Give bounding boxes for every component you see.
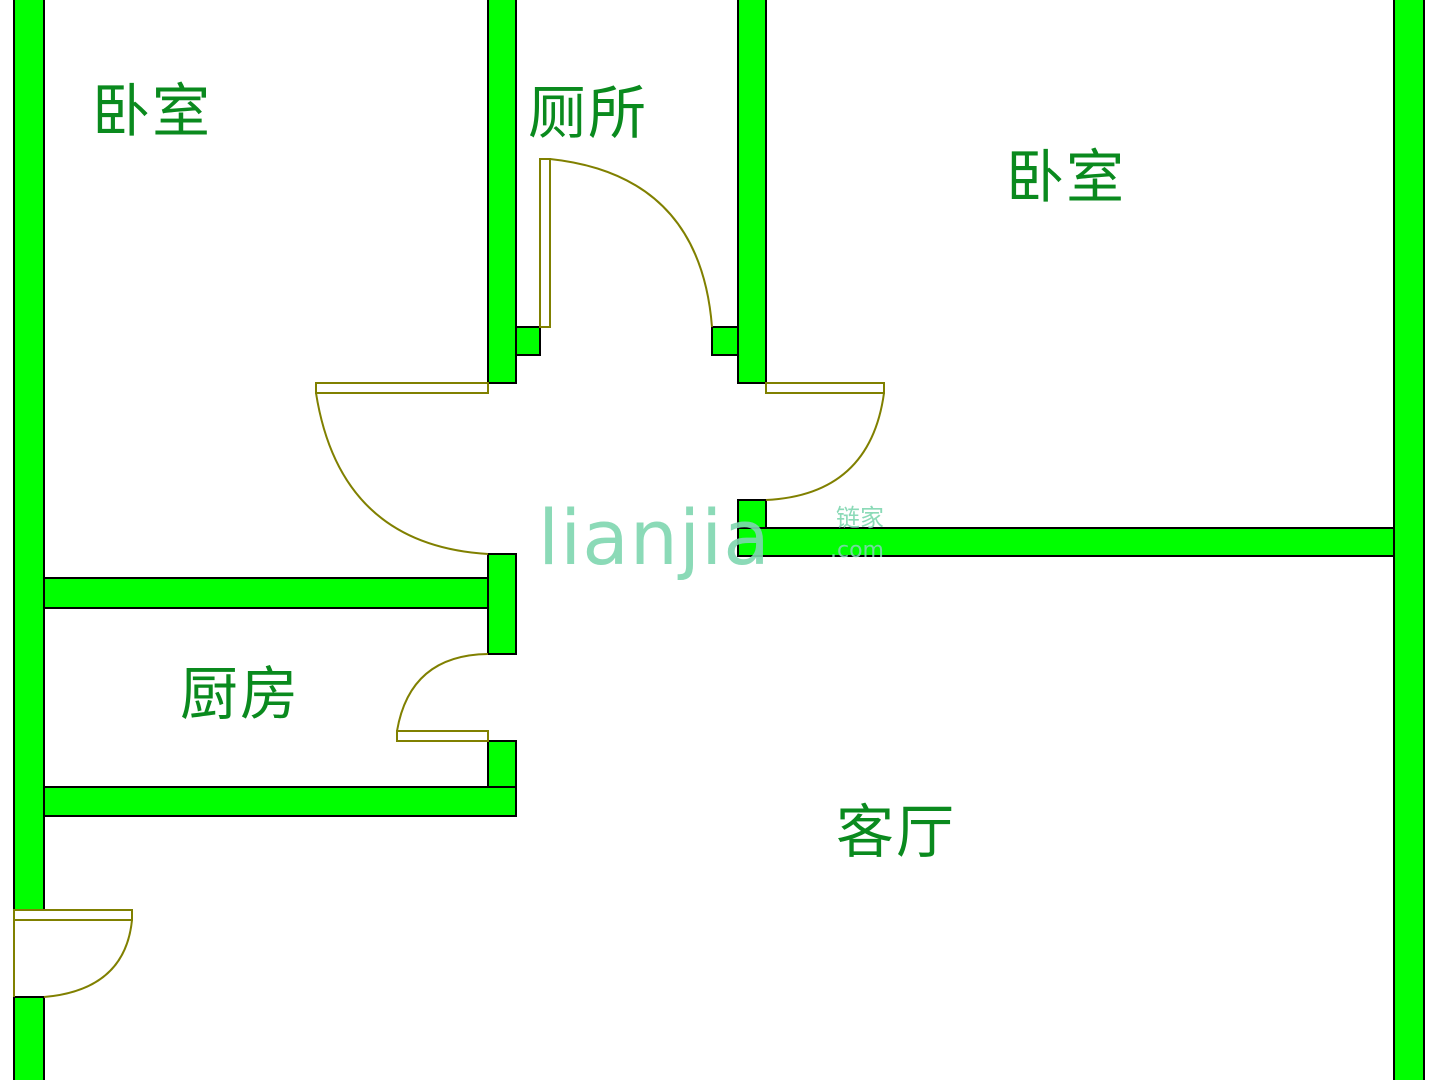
door-bedroom-left bbox=[315, 382, 489, 555]
watermark-brand: lianjia bbox=[538, 493, 771, 582]
wall-bedroom-right-door-stub bbox=[737, 499, 767, 529]
door-kitchen bbox=[396, 653, 489, 742]
room-label-toilet: 厕所 bbox=[528, 79, 649, 147]
wall-toilet-left bbox=[487, 0, 517, 384]
wall-bedroom-right-bottom bbox=[737, 527, 1395, 557]
room-label-living-room: 客厅 bbox=[836, 798, 957, 866]
wall-outer-left-upper bbox=[13, 0, 45, 911]
door-toilet bbox=[539, 158, 713, 328]
door-bedroom-right bbox=[765, 382, 885, 501]
watermark-domain: .com bbox=[830, 538, 884, 563]
wall-kitchen-bottom bbox=[43, 786, 517, 817]
walls bbox=[13, 0, 1425, 1080]
wall-outer-left-lower bbox=[13, 996, 45, 1080]
wall-bedroom-left-bottom bbox=[43, 577, 489, 609]
room-label-bedroom-left: 卧室 bbox=[92, 77, 213, 145]
room-label-kitchen: 厨房 bbox=[180, 660, 301, 728]
wall-toilet-right-stub bbox=[711, 326, 739, 356]
lianjia-watermark: lianjia 链家 .com bbox=[538, 500, 908, 590]
room-label-bedroom-right: 卧室 bbox=[1006, 143, 1127, 211]
door-entrance bbox=[13, 909, 133, 998]
watermark-brand-cn: 链家 bbox=[836, 504, 884, 532]
wall-corridor-left bbox=[487, 553, 517, 655]
wall-toilet-left-stub bbox=[515, 326, 541, 356]
doors bbox=[13, 158, 885, 998]
wall-kitchen-right-lower bbox=[487, 740, 517, 788]
wall-outer-right bbox=[1393, 0, 1425, 1080]
wall-toilet-right bbox=[737, 0, 767, 384]
